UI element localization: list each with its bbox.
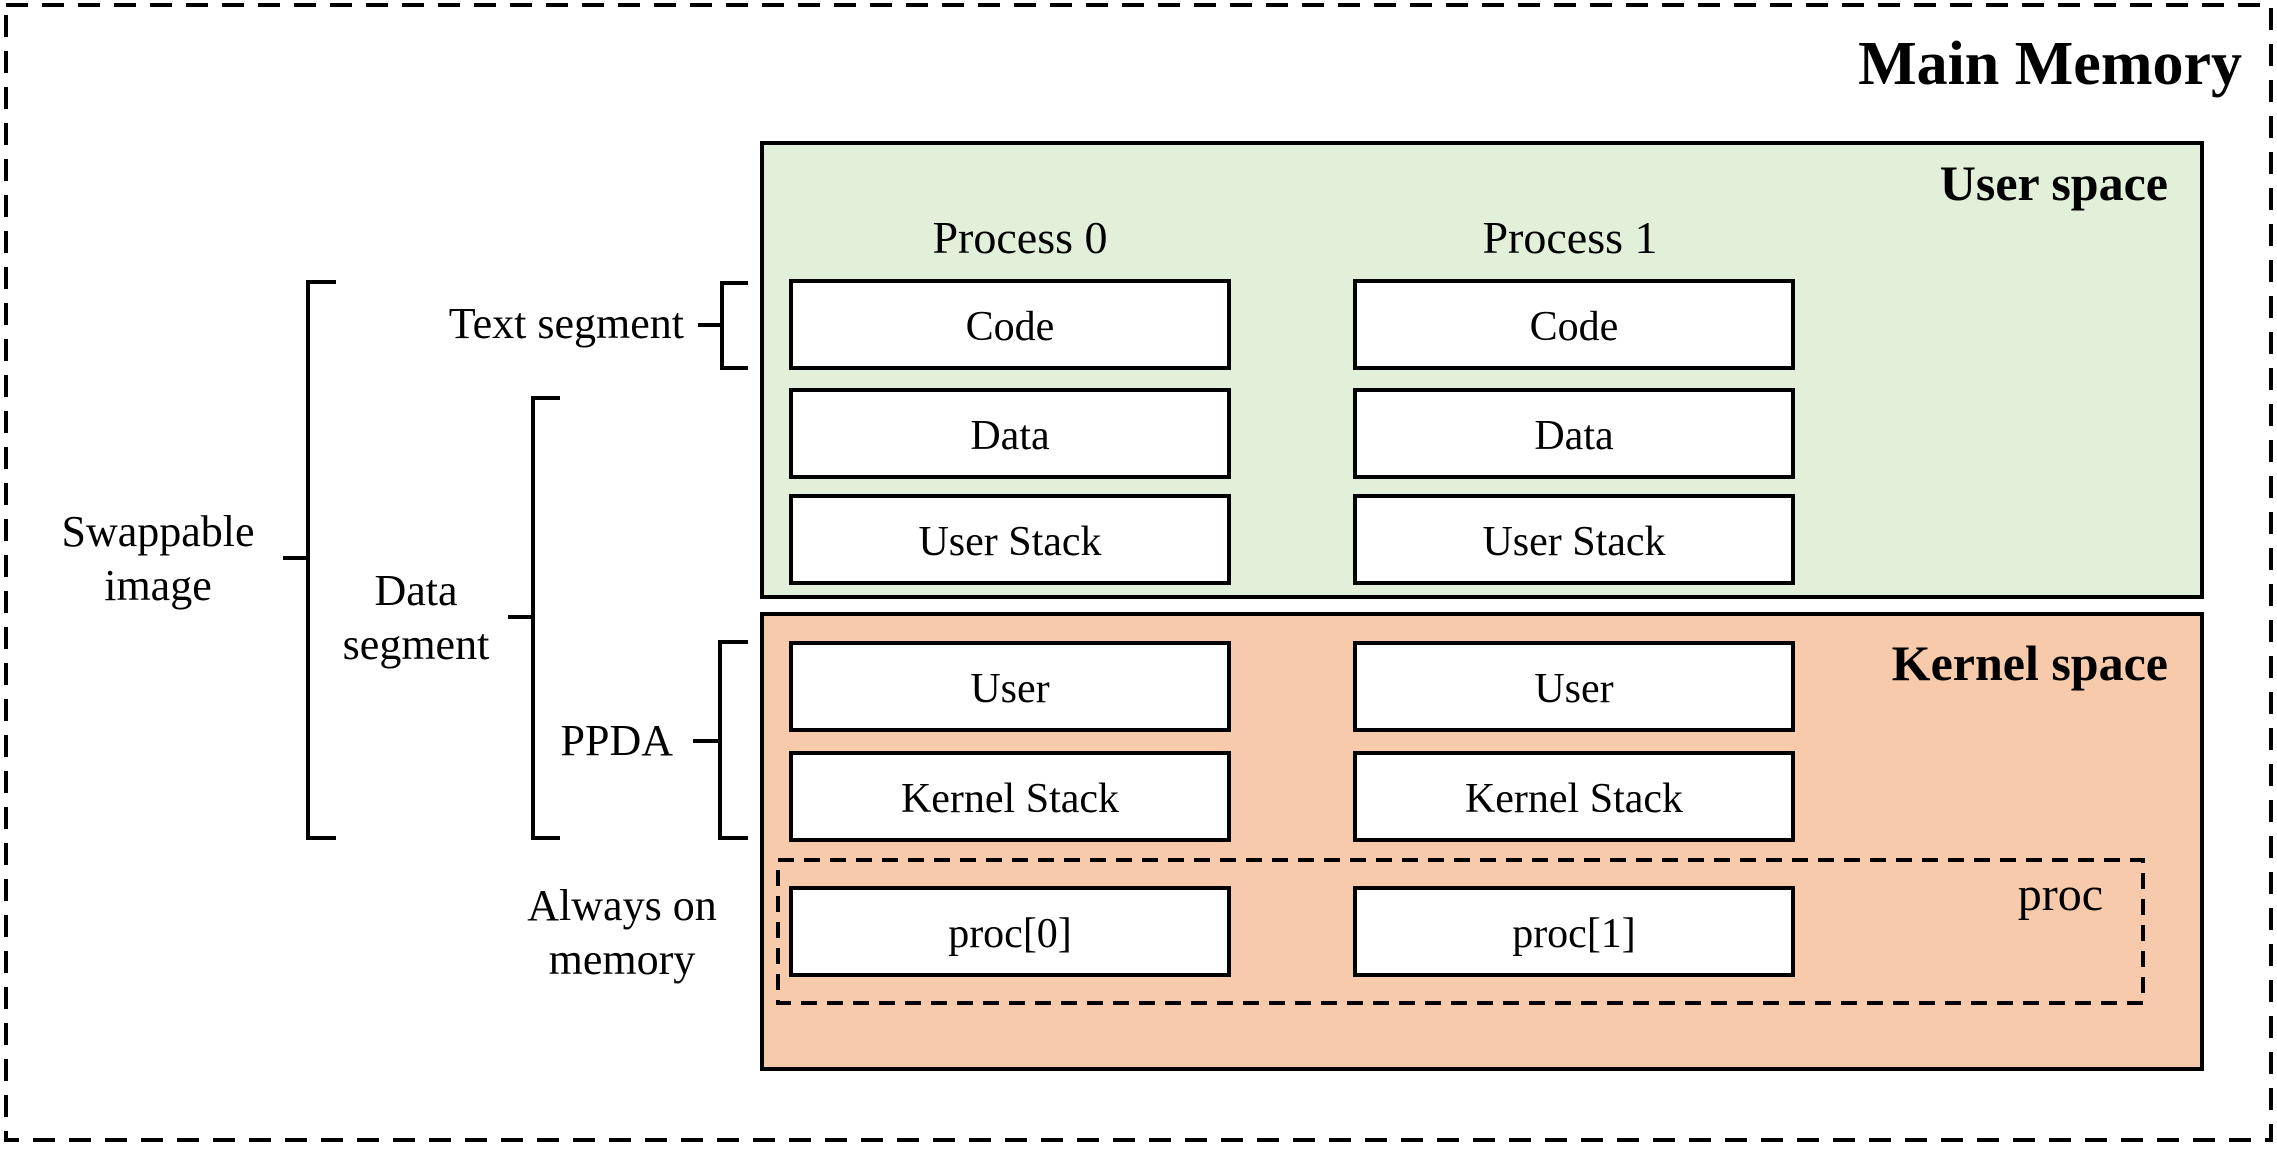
main-memory-title: Main Memory bbox=[1858, 30, 2242, 98]
process-1-user-box bbox=[1353, 641, 1795, 732]
process-1-data-label: Data bbox=[1534, 413, 1614, 459]
data-segment-label-line1: Data bbox=[374, 566, 457, 615]
process-1-code-box bbox=[1353, 279, 1795, 370]
process-0-kernel-stack-label: Kernel Stack bbox=[901, 776, 1119, 822]
swappable-image-label-line2: image bbox=[104, 561, 212, 610]
process-1-kernel-stack-label: Kernel Stack bbox=[1465, 776, 1683, 822]
proc-group bbox=[776, 858, 2145, 1005]
process-0-proc-label: proc[0] bbox=[948, 911, 1072, 957]
process-1-proc-label: proc[1] bbox=[1512, 911, 1636, 957]
data-segment-label-line2: segment bbox=[343, 620, 490, 669]
process-1-user-stack-label: User Stack bbox=[1482, 519, 1665, 565]
swappable-image-label-line1: Swappable bbox=[61, 507, 254, 556]
user-space-label: User space bbox=[1940, 155, 2168, 211]
process-0-proc-box bbox=[789, 886, 1231, 977]
kernel-space-label: Kernel space bbox=[1892, 635, 2168, 691]
process-0-code-label: Code bbox=[966, 304, 1055, 350]
proc-group-label: proc bbox=[2018, 868, 2103, 921]
process-0-data-label: Data bbox=[970, 413, 1050, 459]
process-1-data-box bbox=[1353, 388, 1795, 479]
always-on-memory-label-line1: Always on bbox=[527, 881, 716, 930]
text-segment-label: Text segment bbox=[449, 299, 684, 348]
process-1-user-stack-box bbox=[1353, 494, 1795, 585]
process-0-header: Process 0 bbox=[932, 212, 1107, 263]
process-1-kernel-stack-box bbox=[1353, 751, 1795, 842]
process-0-code-box bbox=[789, 279, 1231, 370]
always-on-memory-label-line2: memory bbox=[549, 935, 696, 984]
ppda-label: PPDA bbox=[561, 716, 674, 765]
process-1-proc-box bbox=[1353, 886, 1795, 977]
process-0-user-label: User bbox=[970, 666, 1049, 712]
process-0-user-box bbox=[789, 641, 1231, 732]
process-0-user-stack-box bbox=[789, 494, 1231, 585]
process-1-code-label: Code bbox=[1530, 304, 1619, 350]
data-segment-bracket bbox=[508, 396, 560, 840]
swappable-image-bracket bbox=[283, 280, 336, 840]
text-segment-bracket bbox=[698, 281, 748, 370]
process-1-header: Process 1 bbox=[1482, 212, 1657, 263]
process-0-data-box bbox=[789, 388, 1231, 479]
process-0-user-stack-label: User Stack bbox=[918, 519, 1101, 565]
ppda-bracket bbox=[693, 640, 748, 840]
process-1-user-label: User bbox=[1534, 666, 1613, 712]
main-memory-boundary bbox=[4, 3, 2273, 1142]
process-0-kernel-stack-box bbox=[789, 751, 1231, 842]
